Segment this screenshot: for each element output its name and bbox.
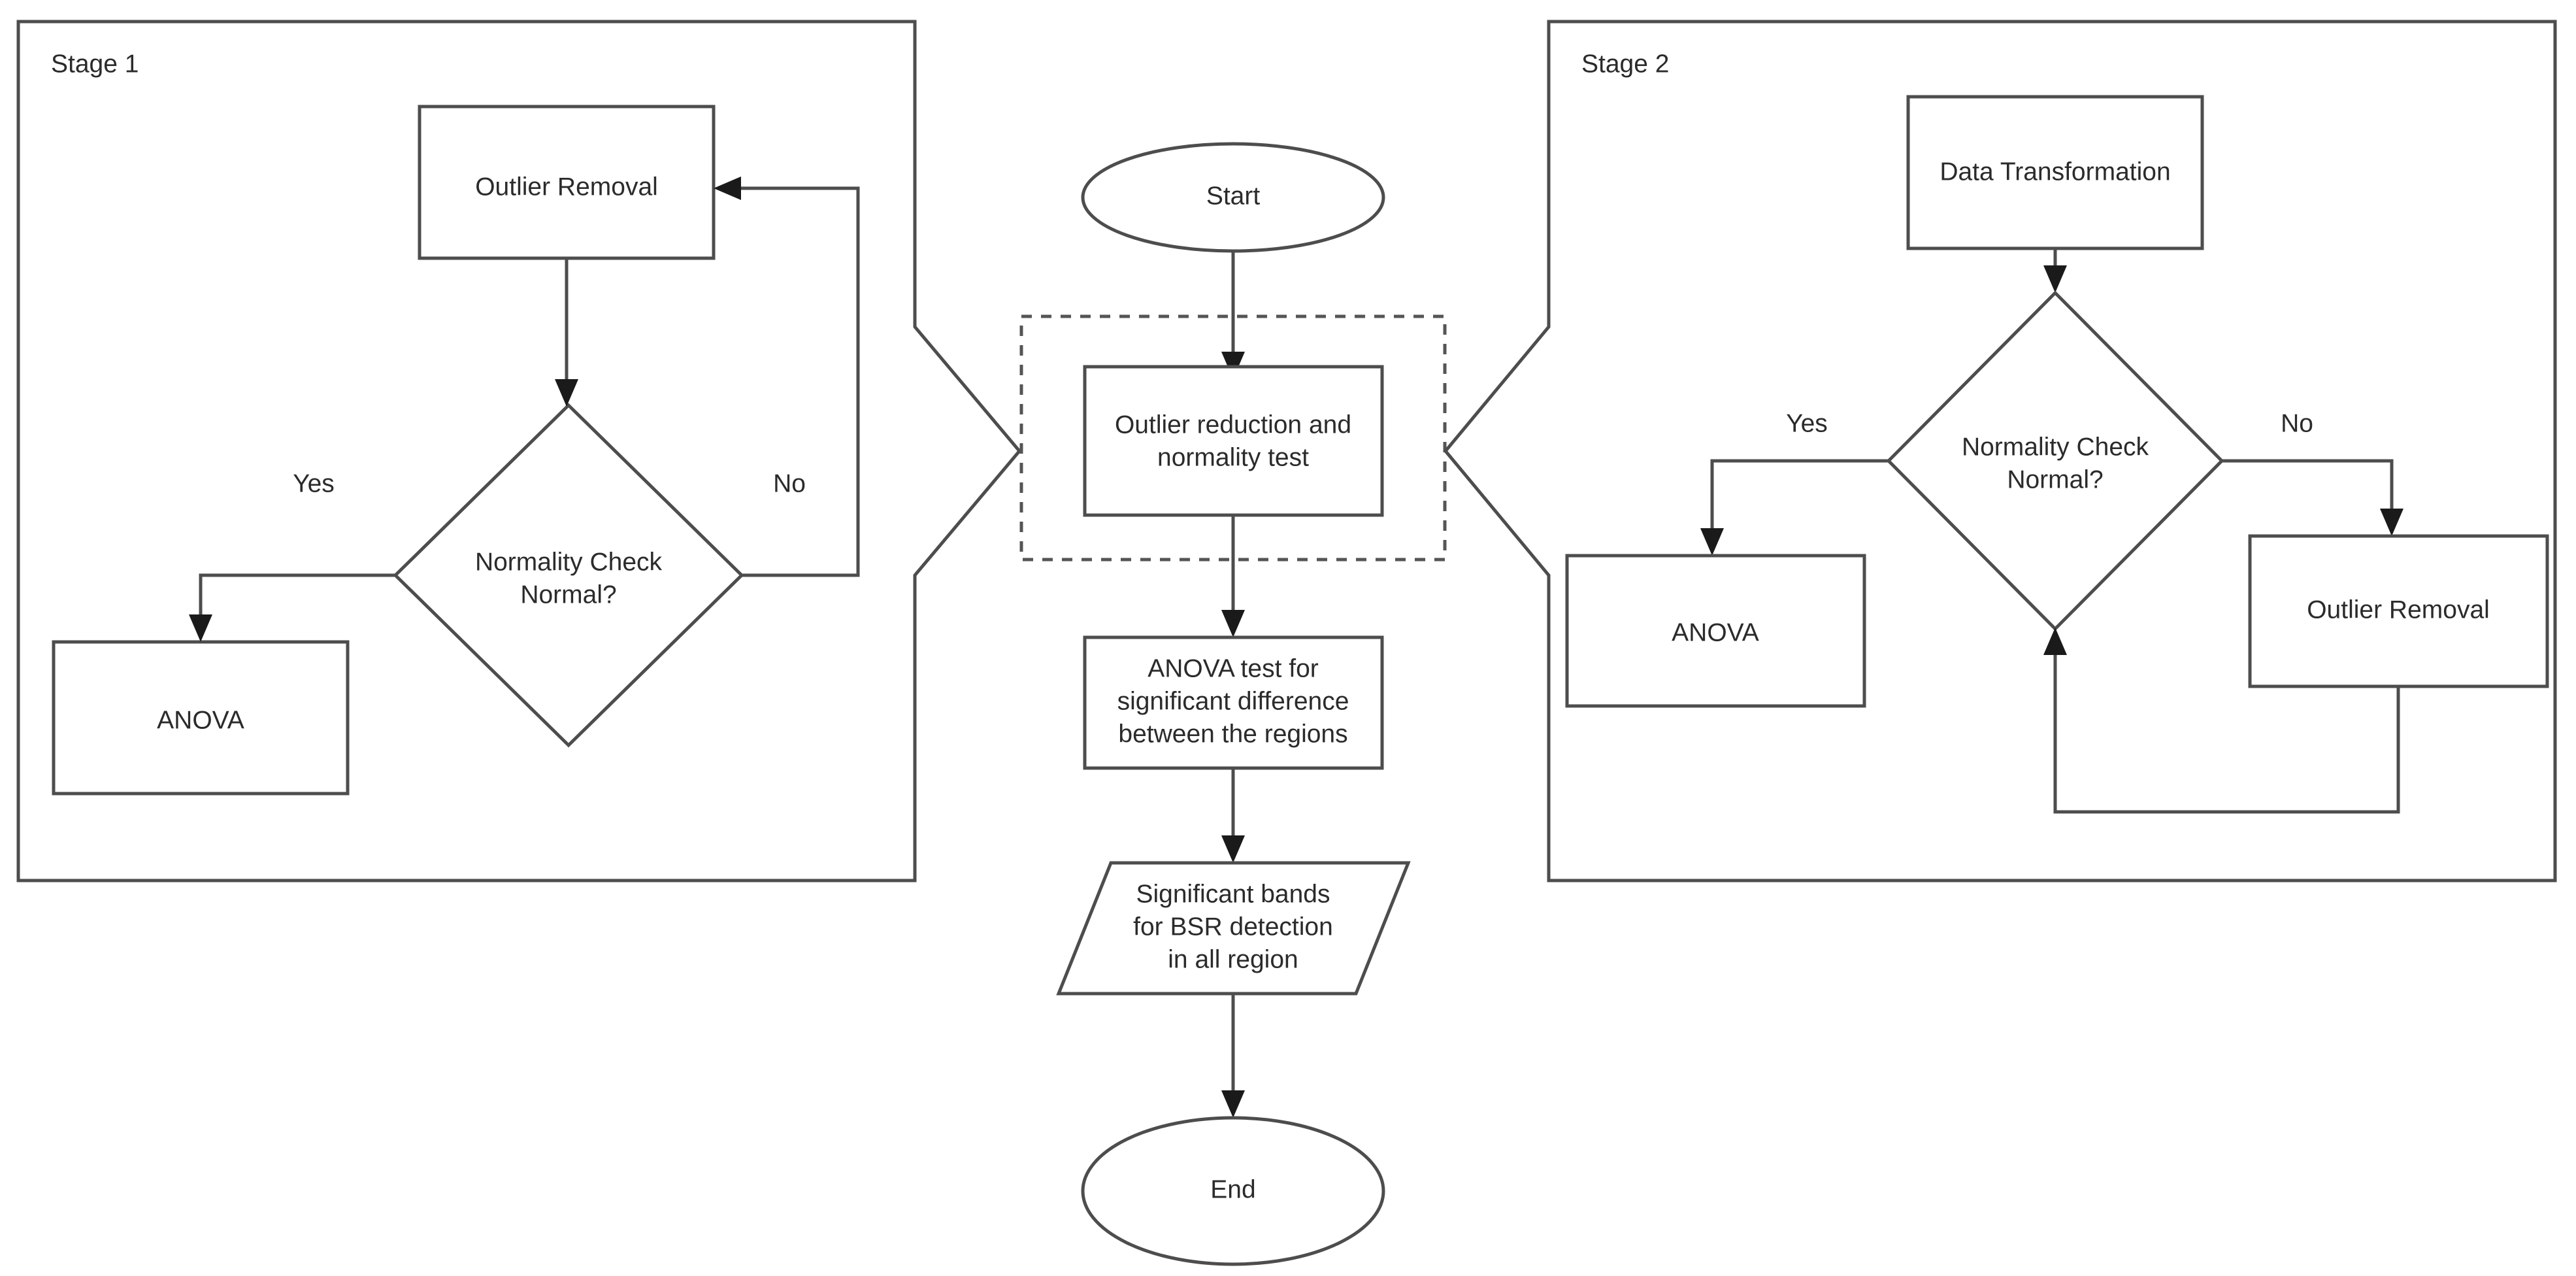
outlier-reduction-label-line1: Outlier reduction and	[1115, 411, 1351, 439]
stage2-outlier-removal-label: Outlier Removal	[2307, 596, 2490, 624]
stage2-container	[1443, 20, 2557, 882]
end-label: End	[1210, 1175, 1255, 1203]
stage1-normality-diamond[interactable]	[393, 403, 744, 748]
stage1-edge-label-no: No	[773, 469, 806, 497]
stage1-edge-no-loop	[727, 186, 860, 577]
stage2-arrowhead-outlier-loop-back	[2043, 628, 2067, 655]
center-flow-group: Start Outlier reduction and normality te…	[1019, 142, 1447, 1266]
stage1-anova-label: ANOVA	[157, 706, 244, 734]
stage1-container	[16, 20, 1022, 882]
stage2-edge-yes-to-anova	[1710, 459, 1889, 543]
stage2-normality-label-line2: Normal?	[2007, 465, 2103, 494]
arrowhead-anova-test-to-bands	[1221, 835, 1245, 863]
stage2-arrowhead-no-to-outlier	[2380, 509, 2403, 536]
stage1-outlier-removal-label: Outlier Removal	[475, 173, 658, 201]
stage1-arrowhead-yes-to-anova	[189, 614, 212, 642]
stage1-normality-label-line1: Normality Check	[475, 548, 663, 576]
outlier-reduction-label-line2: normality test	[1157, 443, 1309, 471]
stage2-anova-box[interactable]	[1565, 554, 1866, 708]
stage2-label: Stage 2	[1581, 50, 1669, 78]
stage1-group: Stage 1 Outlier Removal Normality Check …	[16, 20, 1022, 882]
outlier-reduction-box[interactable]	[1083, 365, 1384, 517]
stage1-arrowhead-no-loop	[714, 176, 741, 200]
arrowhead-outlier-to-anova-test	[1221, 610, 1245, 637]
stage1-label: Stage 1	[51, 50, 139, 78]
stage1-edge-yes-to-anova	[199, 573, 395, 629]
stage2-edge-no-to-outlier	[2222, 459, 2394, 523]
significant-bands-label-line3: in all region	[1168, 945, 1298, 973]
stage2-group: Stage 2 Data Transformation Normality Ch…	[1443, 20, 2557, 882]
anova-test-box[interactable]	[1083, 635, 1384, 770]
stage2-edge-label-yes: Yes	[1786, 409, 1828, 437]
stage2-edge-outlier-loop-back	[2053, 654, 2400, 814]
start-label: Start	[1206, 182, 1261, 210]
stage2-edge-label-no: No	[2281, 409, 2313, 437]
stage2-data-transformation-label: Data Transformation	[1940, 158, 2170, 186]
stage2-arrowhead-transform-to-diamond	[2043, 265, 2067, 293]
anova-test-label-line2: significant difference	[1117, 687, 1349, 715]
end-terminator[interactable]	[1081, 1116, 1385, 1266]
stage1-edge-label-yes: Yes	[293, 469, 335, 497]
stage2-normality-label-line1: Normality Check	[1962, 433, 2149, 461]
significant-bands-label-line1: Significant bands	[1136, 880, 1330, 908]
anova-test-label-line1: ANOVA test for	[1148, 654, 1319, 682]
stage2-arrowhead-yes-to-anova	[1700, 528, 1724, 556]
stage2-anova-label: ANOVA	[1672, 618, 1759, 646]
significant-bands-parallelogram[interactable]	[1056, 861, 1411, 996]
significant-bands-label-line2: for BSR detection	[1133, 913, 1333, 941]
stage1-normality-label-line2: Normal?	[520, 580, 616, 609]
stage1-anova-box[interactable]	[52, 640, 350, 796]
anova-test-label-line3: between the regions	[1118, 720, 1347, 748]
arrowhead-bands-to-end	[1221, 1090, 1245, 1118]
stage1-arrowhead-down-to-diamond	[555, 379, 578, 407]
stage2-outlier-removal-box[interactable]	[2248, 534, 2549, 688]
